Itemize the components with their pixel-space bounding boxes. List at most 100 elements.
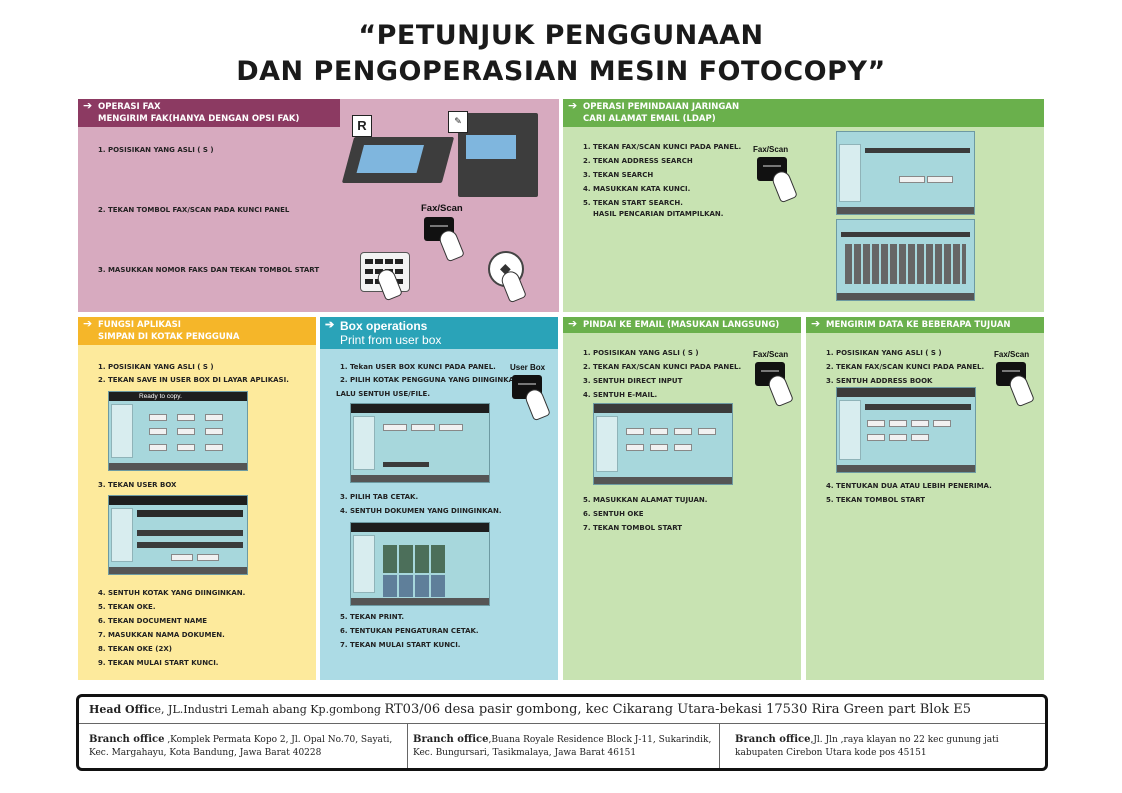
box-step-6: 6. TENTUKAN PENGATURAN CETAK.	[340, 627, 479, 635]
box-step-3: 3. PILIH TAB CETAK.	[340, 493, 419, 501]
finger-icon	[523, 386, 551, 422]
address-book-screen	[836, 387, 976, 473]
page-title-line-2: DAN PENGOPERASIAN MESIN FOTOCOPY”	[236, 56, 886, 87]
fax-step-1: 1. POSISIKAN YANG ASLI ( S )	[98, 146, 214, 154]
footer-column-divider	[407, 723, 408, 768]
email-step-4: 4. SENTUH E-MAIL.	[583, 391, 658, 399]
fax-scan-key-label: Fax/Scan	[421, 203, 463, 214]
user-box-key-label: User Box	[510, 363, 546, 372]
app-step-5: 5. TEKAN OKE.	[98, 603, 156, 611]
email-panel: ➔ PINDAI KE EMAIL (MASUKAN LANGSUNG) 1. …	[563, 317, 801, 680]
arrow-right-icon: ➔	[83, 99, 93, 112]
footer-divider	[79, 723, 1045, 724]
branch-office-bandung: Branch office ,Komplek Permata Kopo 2, J…	[89, 733, 403, 760]
email-step-5: 5. MASUKKAN ALAMAT TUJUAN.	[583, 496, 708, 504]
app-step-2: 2. TEKAN SAVE IN USER BOX DI LAYAR APLIK…	[98, 376, 289, 384]
app-panel: ➔ FUNGSI APLIKASI SIMPAN DI KOTAK PENGGU…	[78, 317, 316, 680]
fax-step-2: 2. TEKAN TOMBOL FAX/SCAN PADA KUNCI PANE…	[98, 206, 290, 214]
finger-icon	[770, 168, 798, 204]
box-step-4: 4. SENTUH DOKUMEN YANG DIINGINKAN.	[340, 507, 502, 515]
branch-label: Branch office	[735, 734, 811, 745]
email-step-1: 1. POSISIKAN YANG ASLI ( S )	[583, 349, 699, 357]
app-step-7: 7. MASUKKAN NAMA DOKUMEN.	[98, 631, 225, 639]
arrow-right-icon: ➔	[568, 99, 578, 112]
multi-header-title: MENGIRIM DATA KE BEBERAPA TUJUAN	[826, 320, 1011, 330]
document-icon: ✎	[448, 111, 468, 133]
email-header: ➔ PINDAI KE EMAIL (MASUKAN LANGSUNG)	[563, 317, 801, 333]
branch-label: Branch office	[89, 734, 165, 745]
app-step-8: 8. TEKAN OKE (2X)	[98, 645, 172, 653]
finger-icon	[1007, 372, 1035, 408]
multi-step-1: 1. POSISIKAN YANG ASLI ( S )	[826, 349, 942, 357]
scan-step-5-note: HASIL PENCARIAN DITAMPILKAN.	[593, 210, 724, 218]
app-header-title: FUNGSI APLIKASI	[98, 320, 181, 330]
multi-panel: ➔ MENGIRIM DATA KE BEBERAPA TUJUAN 1. PO…	[806, 317, 1044, 680]
scan-step-1: 1. TEKAN FAX/SCAN KUNCI PADA PANEL.	[583, 143, 742, 151]
finger-icon	[437, 227, 465, 263]
app-header: ➔ FUNGSI APLIKASI SIMPAN DI KOTAK PENGGU…	[78, 317, 316, 345]
scan-header-subtitle: CARI ALAMAT EMAIL (LDAP)	[583, 114, 716, 124]
branch-label: Branch office	[413, 734, 489, 745]
scan-step-4: 4. MASUKKAN KATA KUNCI.	[583, 185, 691, 193]
box-step-7: 7. TEKAN MULAI START KUNCI.	[340, 641, 461, 649]
multi-step-5: 5. TEKAN TOMBOL START	[826, 496, 926, 504]
app-header-subtitle: SIMPAN DI KOTAK PENGGUNA	[98, 332, 240, 342]
branch-office-tasikmalaya: Branch office,Buana Royale Residence Blo…	[413, 733, 715, 760]
fax-panel: ➔ OPERASI FAX MENGIRIM FAK(HANYA DENGAN …	[78, 99, 559, 312]
fax-header-title: OPERASI FAX	[98, 102, 161, 112]
scan-step-2: 2. TEKAN ADDRESS SEARCH	[583, 157, 693, 165]
keyword-keyboard-screen	[836, 219, 975, 301]
head-office-text-b: RT03/06 desa pasir gombong, kec Cikarang…	[384, 702, 808, 717]
original-r-icon: R	[352, 115, 372, 137]
fax-scan-key-label: Fax/Scan	[753, 145, 789, 154]
scan-header-title: OPERASI PEMINDAIAN JARINGAN	[583, 102, 740, 112]
head-office-label: Head Offic	[89, 703, 155, 716]
app-step-9: 9. TEKAN MULAI START KUNCI.	[98, 659, 219, 667]
multi-header: ➔ MENGIRIM DATA KE BEBERAPA TUJUAN	[806, 317, 1044, 333]
screen-status-text: Ready to copy.	[139, 393, 182, 400]
app-step-1: 1. POSISIKAN YANG ASLI ( S )	[98, 363, 214, 371]
box-step-2-note: LALU SENTUH USE/FILE.	[336, 390, 430, 398]
footer-address-box: Head Office, JL.Industri Lemah abang Kp.…	[76, 694, 1048, 771]
box-panel: ➔ Box operations Print from user box 1. …	[320, 317, 558, 680]
arrow-right-icon: ➔	[83, 317, 93, 330]
email-step-7: 7. TEKAN TOMBOL START	[583, 524, 683, 532]
scan-panel: ➔ OPERASI PEMINDAIAN JARINGAN CARI ALAMA…	[563, 99, 1044, 312]
head-office-text-a: , JL.Industri Lemah abang Kp.gombong	[161, 703, 385, 716]
direct-input-screen	[593, 403, 733, 485]
app-step-6: 6. TEKAN DOCUMENT NAME	[98, 617, 208, 625]
copier-illustration	[458, 113, 538, 197]
box-step-5: 5. TEKAN PRINT.	[340, 613, 405, 621]
email-header-title: PINDAI KE EMAIL (MASUKAN LANGSUNG)	[583, 320, 780, 330]
box-step-2: 2. PILIH KOTAK PENGGUNA YANG DIINGINKAN,	[340, 376, 523, 384]
fax-header-subtitle: MENGIRIM FAK(HANYA DENGAN OPSI FAK)	[98, 114, 300, 124]
finger-icon	[766, 372, 794, 408]
fax-scan-key-label: Fax/Scan	[753, 350, 789, 359]
box-header: ➔ Box operations Print from user box	[320, 317, 558, 349]
branch-address: ,Buana Royale Residence Block J-11, Suka…	[413, 735, 712, 758]
arrow-right-icon: ➔	[811, 317, 821, 330]
scan-step-3: 3. TEKAN SEARCH	[583, 171, 654, 179]
box-header-title: Box operations	[340, 319, 428, 333]
box-header-subtitle: Print from user box	[340, 333, 442, 347]
box-step-1: 1. Tekan USER BOX KUNCI PADA PANEL.	[340, 363, 496, 371]
copy-ready-screen: Ready to copy.	[108, 391, 248, 471]
scan-step-5: 5. TEKAN START SEARCH.	[583, 199, 683, 207]
ldap-search-screen	[836, 131, 975, 215]
email-step-3: 3. SENTUH DIRECT INPUT	[583, 377, 683, 385]
scan-header: ➔ OPERASI PEMINDAIAN JARINGAN CARI ALAMA…	[563, 99, 1044, 127]
email-step-2: 2. TEKAN FAX/SCAN KUNCI PADA PANEL.	[583, 363, 742, 371]
fax-scan-key-label: Fax/Scan	[994, 350, 1030, 359]
user-box-list-screen	[350, 403, 490, 483]
multi-step-2: 2. TEKAN FAX/SCAN KUNCI PADA PANEL.	[826, 363, 985, 371]
arrow-right-icon: ➔	[325, 319, 335, 331]
user-box-screen	[108, 495, 248, 575]
scanner-glass-illustration	[341, 137, 455, 183]
branch-address: ,Jl. Jln ,raya klayan no 22 kec gunung j…	[735, 735, 999, 758]
head-office-label-tail: e	[154, 703, 162, 716]
app-step-3: 3. TEKAN USER BOX	[98, 481, 177, 489]
branch-office-cirebon: Branch office,Jl. Jln ,raya klayan no 22…	[735, 733, 1035, 760]
multi-step-3: 3. SENTUH ADDRESS BOOK	[826, 377, 933, 385]
multi-step-4: 4. TENTUKAN DUA ATAU LEBIH PENERIMA.	[826, 482, 992, 490]
head-office-text-c: Rira Green part Blok E5	[807, 702, 972, 717]
